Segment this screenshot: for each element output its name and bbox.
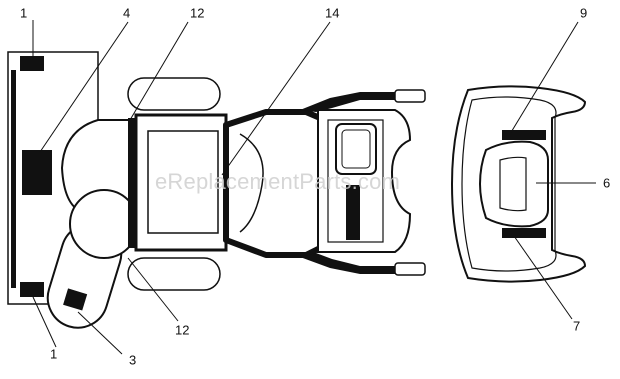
lower-handle-tip — [394, 262, 426, 276]
leader-14 — [221, 21, 331, 176]
leader-12-top — [129, 21, 189, 121]
part-3-block — [63, 288, 88, 311]
callout-7: 7 — [573, 318, 580, 333]
callout-4: 4 — [123, 5, 130, 20]
right-block-bar — [346, 185, 360, 240]
part-7-bar — [502, 228, 546, 238]
detached-unit — [450, 85, 587, 283]
callout-6: 6 — [603, 175, 610, 190]
leader-9 — [509, 21, 579, 135]
upper-handle — [300, 92, 395, 112]
callout-12-top: 12 — [190, 5, 204, 20]
upper-pad — [127, 77, 221, 111]
upper-handle-tip — [394, 89, 426, 103]
lower-pad — [127, 257, 221, 291]
lower-arm-cap — [69, 189, 139, 259]
leader-12-bottom — [127, 257, 179, 322]
leader-lines — [32, 20, 596, 355]
right-block-screen-inner — [341, 129, 371, 169]
callout-9: 9 — [580, 5, 587, 20]
leader-4 — [39, 21, 129, 153]
leader-3 — [77, 311, 123, 355]
main-body — [128, 113, 228, 252]
callout-1-top: 1 — [20, 5, 27, 20]
callout-3: 3 — [129, 352, 136, 367]
part-9-bar — [502, 130, 546, 140]
callouts: 1 4 12 14 9 6 7 3 12 1 — [20, 5, 610, 367]
right-block-frame — [327, 119, 384, 243]
main-body-window — [147, 130, 219, 234]
main-body-strip — [128, 118, 138, 248]
detached-unit-slot — [499, 156, 527, 212]
part-1-bottom-block — [20, 282, 44, 297]
detached-unit-inner — [461, 96, 557, 272]
leader-1-bottom — [32, 296, 57, 348]
right-block — [317, 109, 412, 253]
lower-handle — [300, 253, 395, 274]
watermark-text: eReplacementParts.com — [155, 169, 400, 194]
callout-12-bottom: 12 — [175, 322, 189, 337]
left-panel-rail — [11, 70, 16, 288]
leader-7 — [513, 235, 573, 320]
part-1-top-block — [20, 56, 44, 71]
callout-1-bottom: 1 — [50, 346, 57, 361]
callout-14: 14 — [325, 5, 339, 20]
part-4-block — [22, 150, 52, 195]
central-body-inner-left — [239, 133, 264, 233]
